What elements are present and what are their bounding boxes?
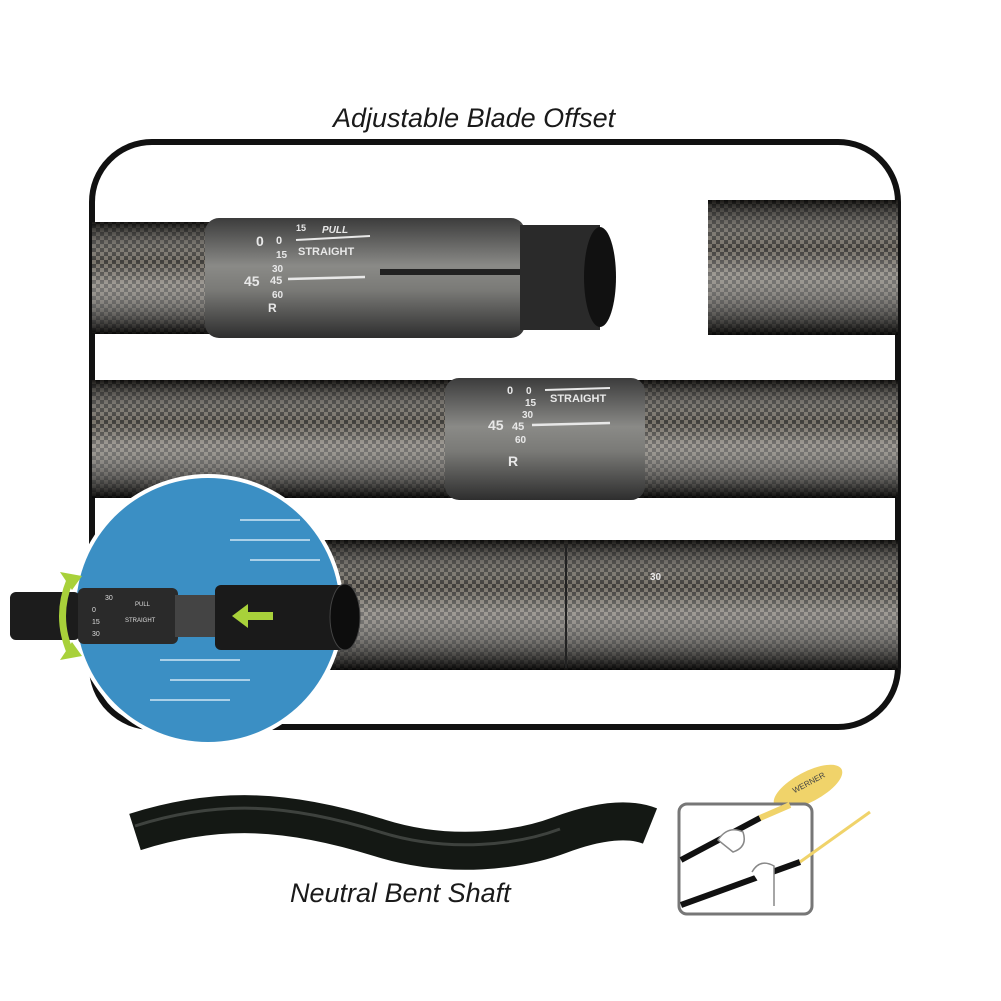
svg-text:STRAIGHT: STRAIGHT xyxy=(298,246,355,258)
bottom-tube xyxy=(300,540,898,670)
svg-text:STRAIGHT: STRAIGHT xyxy=(550,393,607,405)
svg-text:15: 15 xyxy=(296,223,306,233)
svg-text:0: 0 xyxy=(526,386,532,397)
svg-text:0: 0 xyxy=(507,385,513,397)
top-left-tube xyxy=(92,218,616,338)
svg-text:PULL: PULL xyxy=(322,225,348,236)
bottom-caption: Neutral Bent Shaft xyxy=(290,878,511,908)
rotate-arrow-icon xyxy=(59,578,74,654)
svg-text:R: R xyxy=(268,301,277,315)
svg-text:PULL: PULL xyxy=(135,602,151,608)
svg-text:30: 30 xyxy=(105,595,113,602)
svg-text:30: 30 xyxy=(92,631,100,638)
svg-text:45: 45 xyxy=(244,273,260,289)
svg-text:45: 45 xyxy=(512,421,524,433)
svg-text:15: 15 xyxy=(276,250,288,261)
middle-ferrule-markings: 0 0 15 STRAIGHT 30 45 45 60 R xyxy=(488,385,611,469)
svg-text:0: 0 xyxy=(256,233,264,249)
svg-text:15: 15 xyxy=(92,619,100,626)
top-ferrule-markings: 0 0 15 PULL 15 STRAIGHT 30 45 45 60 R xyxy=(244,223,371,315)
svg-text:30: 30 xyxy=(272,264,284,275)
top-caption: Adjustable Blade Offset xyxy=(333,103,616,133)
svg-text:R: R xyxy=(508,453,518,469)
svg-text:STRAIGHT: STRAIGHT xyxy=(125,618,156,624)
svg-text:60: 60 xyxy=(272,290,284,301)
svg-text:45: 45 xyxy=(270,275,282,287)
top-right-tube xyxy=(708,200,898,335)
inset-circle: 30 0 15 30 PULL STRAIGHT xyxy=(10,474,361,746)
svg-text:60: 60 xyxy=(515,435,527,446)
push-arrow-icon xyxy=(232,604,273,628)
grip-illustration: WERNER xyxy=(677,764,871,916)
svg-text:0: 0 xyxy=(276,235,282,247)
svg-text:45: 45 xyxy=(488,417,504,433)
svg-text:30: 30 xyxy=(522,410,534,421)
bent-shaft xyxy=(129,795,658,870)
svg-text:0: 0 xyxy=(92,607,96,614)
tube-mark: 30 xyxy=(650,572,662,583)
svg-text:15: 15 xyxy=(525,398,537,409)
